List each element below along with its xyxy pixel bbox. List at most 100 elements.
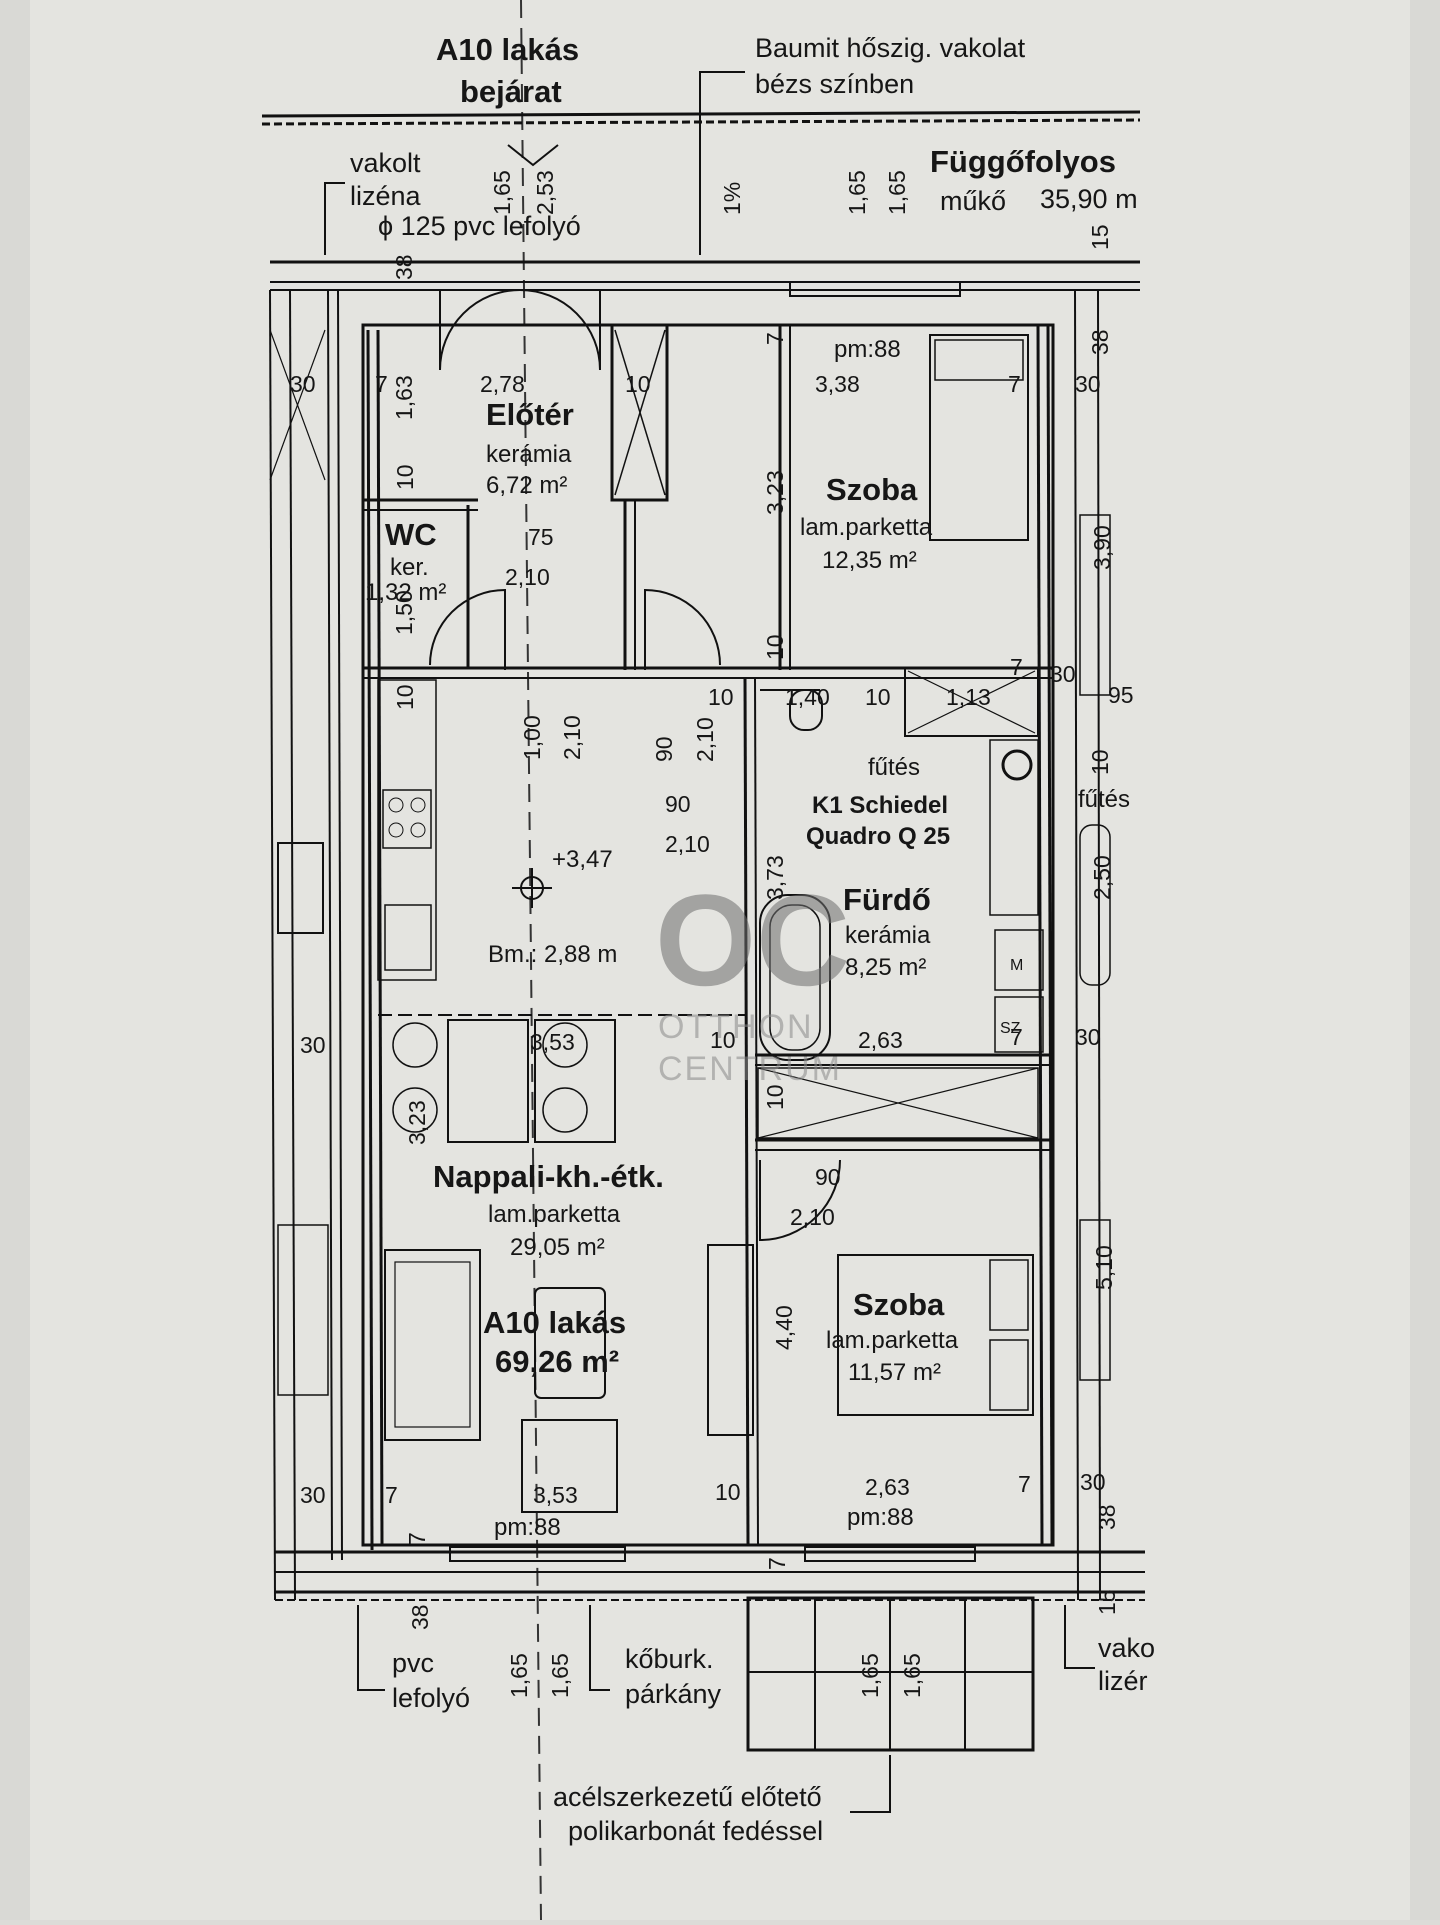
bottom-facade-wall (275, 1550, 1145, 1601)
dim-10f: 10 (392, 464, 418, 490)
dim-338: 3,38 (815, 371, 860, 397)
dim-210d: 2,10 (665, 831, 710, 857)
stone-note-2: párkány (625, 1679, 722, 1709)
room-szoba2-name: Szoba (853, 1287, 945, 1322)
gallery-material: műkő (940, 186, 1006, 216)
entrance-title: A10 lakás (436, 32, 579, 67)
room-nappali-name: Nappali-kh.-étk. (433, 1159, 664, 1194)
dim-7c: 7 (1010, 654, 1023, 680)
dim-210b: 2,10 (559, 715, 585, 760)
room-szoba1-area: 12,35 m² (822, 547, 917, 574)
toilet (789, 689, 823, 731)
dim-75: 75 (528, 524, 554, 550)
left-walls (269, 289, 384, 1601)
room-wc-floor: ker. (390, 554, 429, 581)
chimney-note-2: Quadro Q 25 (806, 823, 950, 850)
plaster-note-1: Baumit hőszig. vakolat (755, 33, 1026, 63)
dim-15a: 15 (1087, 224, 1113, 250)
left-note-1: vakolt (350, 148, 421, 178)
bathtub (759, 894, 831, 1061)
dim-7h: 7 (404, 1532, 430, 1545)
dim-10i: 10 (1087, 749, 1113, 775)
apartment-area: 69,26 m² (495, 1344, 619, 1379)
dim-7b: 7 (1008, 371, 1021, 397)
dryer-label: SZ (1000, 1020, 1021, 1037)
dim-278: 2,78 (480, 371, 525, 397)
dim-140: 1,40 (785, 684, 830, 710)
washer-dryer (994, 929, 1044, 1053)
chimney-note-1: K1 Schiedel (812, 792, 948, 819)
dim-210a: 2,10 (505, 564, 550, 590)
dim-210c: 2,10 (692, 717, 718, 762)
dim-10b: 10 (708, 684, 734, 710)
entrance-subtitle: bejárat (460, 74, 562, 109)
room-nappali-area: 29,05 m² (510, 1234, 605, 1261)
dim-390: 3,90 (1089, 525, 1115, 570)
dim-100: 1,00 (519, 715, 545, 760)
dimension-labels: 2,78 3,38 75 2,10 1,40 1,13 95 90 2,10 2… (290, 371, 1134, 1508)
dim-165b: 1,65 (844, 170, 870, 215)
boiler (989, 739, 1039, 916)
dim-90b: 90 (665, 791, 691, 817)
entrance-arrow (507, 144, 559, 167)
dim-165f: 1,65 (857, 1653, 883, 1698)
sofa (384, 1244, 754, 1513)
dim-113: 1,13 (946, 684, 991, 710)
room-eloter-floor: kerámia (486, 441, 572, 468)
dim-30e: 30 (1075, 1024, 1101, 1050)
room-szoba1-name: Szoba (826, 472, 918, 507)
plaster-note-2: bézs színben (755, 69, 914, 99)
stone-note: kőburk. (625, 1644, 714, 1674)
dim-10j: 10 (762, 1084, 788, 1110)
dim-165c: 1,65 (884, 170, 910, 215)
windows (449, 281, 976, 1562)
bed-1 (929, 334, 1029, 541)
dim-210e: 2,10 (790, 1204, 835, 1230)
dim-263a: 2,63 (858, 1027, 903, 1053)
dim-30d: 30 (300, 1032, 326, 1058)
room-eloter-name: Előtér (486, 397, 574, 432)
dim-10a: 10 (625, 371, 651, 397)
pvc-note-2: lefolyó (392, 1683, 470, 1713)
dim-15b: 15 (1094, 1589, 1120, 1615)
gallery-title: Függőfolyos (930, 144, 1116, 179)
room-furdo-area: 8,25 m² (845, 954, 926, 981)
dim-30b: 30 (1075, 371, 1101, 397)
level-note: +3,47 (552, 846, 613, 873)
dim-165d: 1,65 (506, 1653, 532, 1698)
dimension-labels-vertical: 1,63 3,23 1,50 1,00 2,10 90 2,10 3,73 3,… (391, 170, 1120, 1698)
dim-165a: 1,65 (489, 170, 515, 215)
parapet-bottom-right: pm:88 (847, 1504, 914, 1531)
room-szoba2-floor: lam.parketta (826, 1327, 959, 1354)
apartment-name: A10 lakás (483, 1305, 626, 1340)
dim-250: 2,50 (1089, 855, 1115, 900)
dim-10d: 10 (710, 1027, 736, 1053)
level-marker (512, 868, 552, 908)
dim-323: 3,23 (762, 470, 788, 515)
watermark-logo: OC (655, 867, 850, 1013)
slope-note: 1% (719, 182, 745, 215)
dim-373: 3,73 (762, 855, 788, 900)
dim-30g: 30 (1080, 1469, 1106, 1495)
kitchen-counter (377, 679, 437, 981)
dim-165g: 1,65 (899, 1653, 925, 1698)
dim-10g: 10 (762, 634, 788, 660)
dim-10h: 10 (392, 684, 418, 710)
dining-table (392, 1019, 616, 1143)
dim-30c: 30 (1050, 661, 1076, 687)
dim-95: 95 (1108, 682, 1134, 708)
dim-353b: 3,53 (533, 1482, 578, 1508)
washer-label: M (1010, 957, 1023, 974)
dim-163: 1,63 (391, 375, 417, 420)
parapet-bottom-left: pm:88 (494, 1514, 561, 1541)
dim-38d: 38 (1094, 1504, 1120, 1530)
exterior-right (269, 329, 1111, 1396)
room-furdo-name: Fürdő (843, 882, 931, 917)
dim-7a: 7 (375, 371, 388, 397)
watermark-line1: OTTHON (658, 1008, 814, 1046)
room-wc-area: 1,32 m² (365, 579, 446, 606)
axis-line (520, 0, 542, 1921)
room-eloter-area: 6,72 m² (486, 472, 567, 499)
